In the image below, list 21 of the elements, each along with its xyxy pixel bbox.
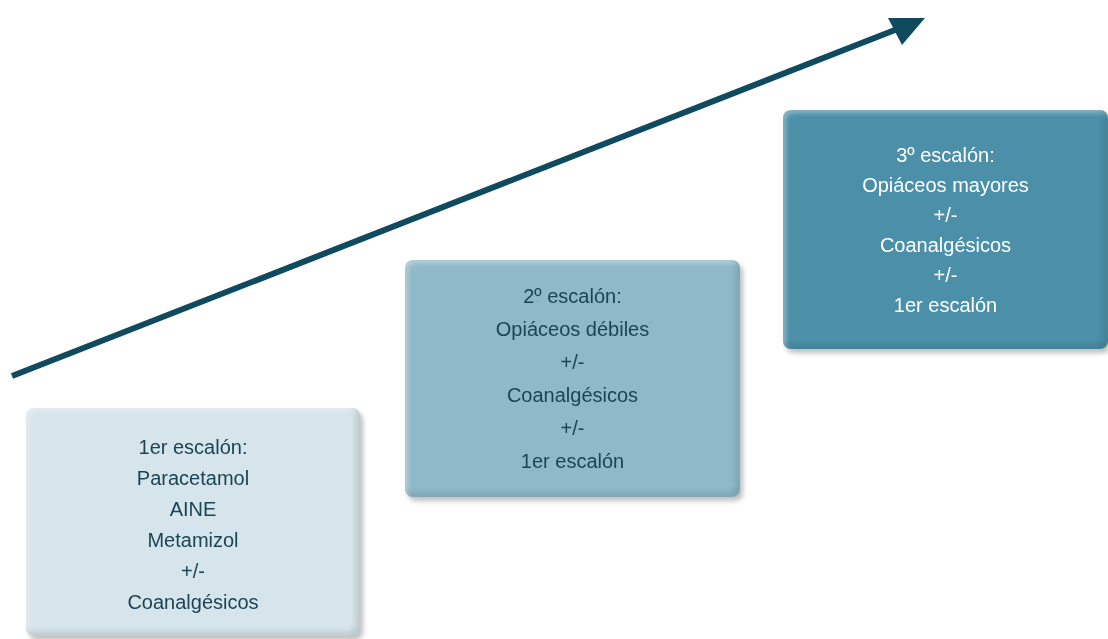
step-text: Coanalgésicos xyxy=(879,232,1012,258)
step-text: +/- xyxy=(181,559,205,584)
step-heading: 2º escalón: xyxy=(523,283,622,309)
step-text: Metamizol xyxy=(147,528,239,553)
step-text: 1er escalón xyxy=(520,448,625,474)
step-heading: 3º escalón: xyxy=(896,142,995,168)
step-text: Opiáceos débiles xyxy=(495,316,650,342)
step-text: AINE xyxy=(169,497,217,522)
step-box xyxy=(26,408,360,636)
step-text: Paracetamol xyxy=(136,466,250,491)
step-heading: 1er escalón: xyxy=(138,435,248,460)
step-text: +/- xyxy=(933,202,958,228)
step-text: Coanalgésicos xyxy=(506,382,639,408)
step-text: +/- xyxy=(560,415,585,441)
step-text: Opiáceos mayores xyxy=(862,172,1029,198)
step-text: Coanalgésicos xyxy=(127,590,259,615)
step-box xyxy=(783,110,1108,349)
step-text: 1er escalón xyxy=(893,292,998,318)
step-text: +/- xyxy=(933,262,958,288)
step-text: +/- xyxy=(560,349,585,375)
step-box xyxy=(405,260,740,497)
